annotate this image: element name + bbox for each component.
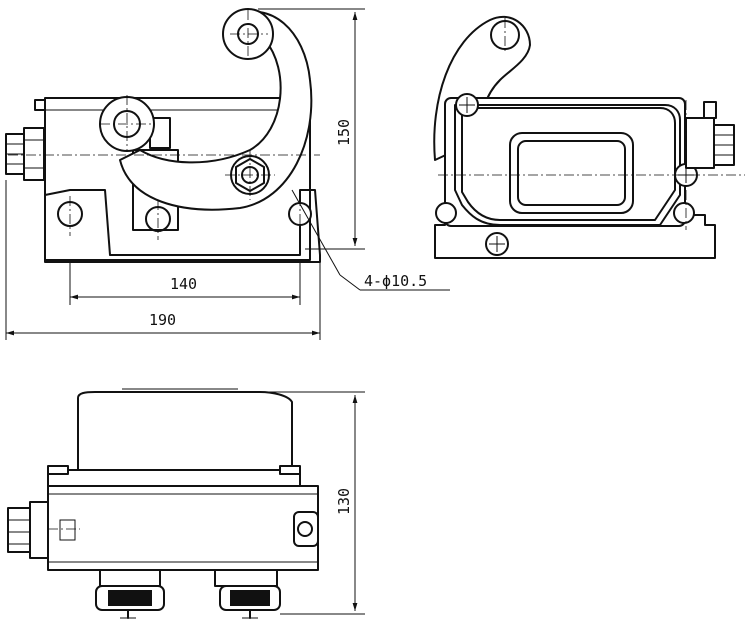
side-view: [433, 15, 745, 259]
bottom-cable-gland: [7, 501, 49, 559]
front-cable-gland: [5, 127, 45, 181]
dim-label-190: 190: [149, 311, 176, 329]
bottom-flange: [47, 469, 301, 487]
dim-label-150: 150: [335, 119, 353, 146]
bottom-dimensions: 130: [262, 391, 365, 615]
bottom-body: [47, 485, 319, 571]
wheel-right: [230, 590, 270, 606]
dim-label-130: 130: [335, 488, 353, 515]
front-dimensions: 150 140 190 4-ϕ10.5: [5, 8, 450, 340]
side-cable-gland: [685, 101, 735, 169]
hole-callout: 4-ϕ10.5: [364, 272, 427, 290]
side-window: [509, 132, 634, 214]
hole-leader: [291, 189, 341, 276]
wheel-left: [108, 590, 152, 606]
bottom-view: [7, 388, 319, 619]
dim-label-140: 140: [170, 275, 197, 293]
bottom-cover: [77, 391, 293, 471]
front-base: [44, 189, 321, 263]
lever-arm: [119, 10, 313, 211]
front-view: [5, 8, 361, 291]
